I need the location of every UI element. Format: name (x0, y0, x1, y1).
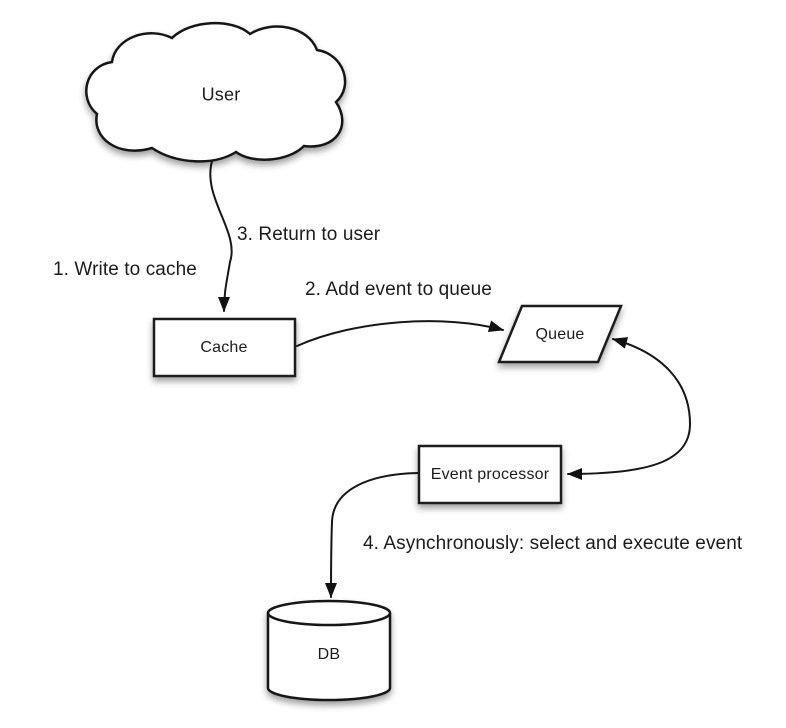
edge-label-add-event-to-queue: 2. Add event to queue (305, 279, 492, 300)
db-cylinder (266, 599, 392, 702)
edge-label-async-execute: 4. Asynchronously: select and execute ev… (363, 533, 743, 554)
queue-processor-double-arrow (567, 337, 692, 480)
user-node-label: User (201, 84, 241, 105)
user-to-cache-arrow (209, 160, 233, 312)
queue-parallelogram (497, 304, 623, 364)
queue-node-label: Queue (535, 326, 585, 343)
db-cylinder-top (266, 599, 392, 627)
event-processor-node-label: Event processor (430, 466, 550, 483)
user-cloud-shape (85, 22, 347, 163)
db-cylinder-body (266, 613, 392, 702)
cache-box (152, 317, 297, 378)
edge-label-return-to-user: 3. Return to user (237, 224, 381, 245)
event-processor-box (417, 444, 563, 505)
db-node-label: DB (317, 646, 341, 663)
edge-label-write-to-cache: 1. Write to cache (53, 259, 197, 280)
cache-node-label: Cache (200, 339, 248, 356)
cache-to-queue-arrow (296, 320, 504, 347)
processor-to-db-arrow (325, 472, 419, 598)
